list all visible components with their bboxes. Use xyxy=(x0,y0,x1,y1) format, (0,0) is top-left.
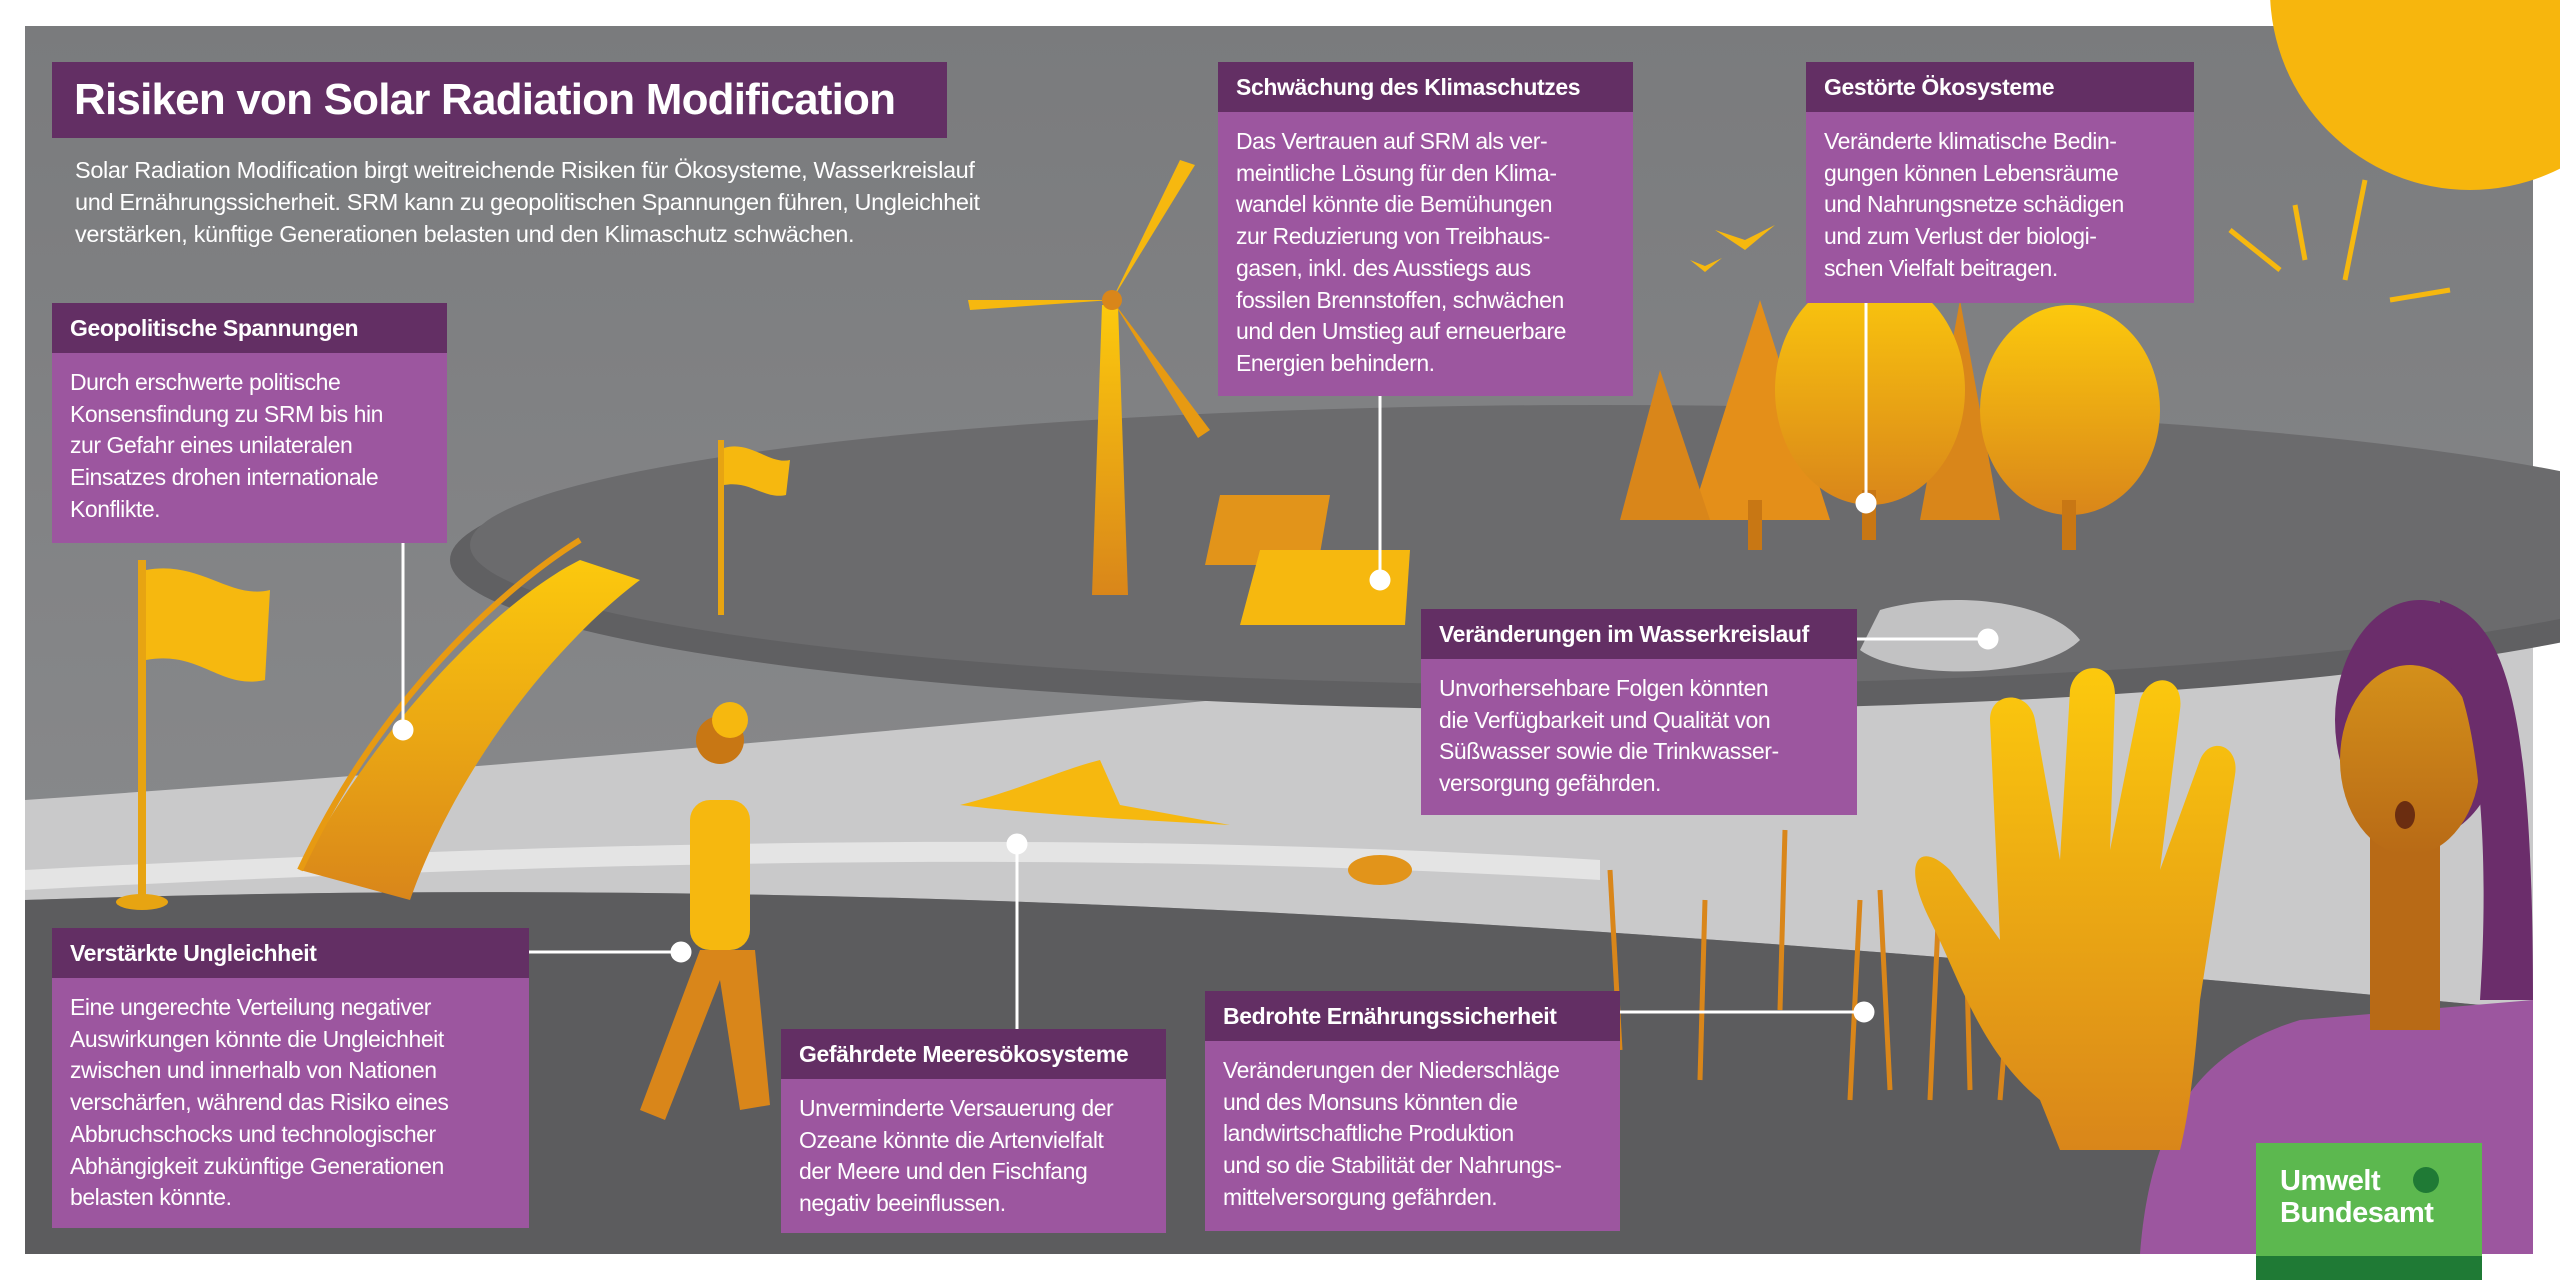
box-line: Eine ungerechte Verteilung negativer xyxy=(70,994,432,1020)
box-wasser: Veränderungen im Wasserkreislauf Unvorhe… xyxy=(1421,609,1857,815)
box-line: und so die Stabilität der Nahrungs- xyxy=(1223,1152,1562,1179)
box-line: meintliche Lösung für den Klima- xyxy=(1236,159,1557,186)
box-line: Abhängigkeit zukünftige Generationen xyxy=(70,1152,444,1179)
flag-icon xyxy=(116,560,270,910)
box-line: die Verfügbarkeit und Qualität von xyxy=(1439,706,1771,733)
box-oekosysteme: Gestörte Ökosysteme Veränderte klimatisc… xyxy=(1806,62,2194,303)
box-title: Veränderungen im Wasserkreislauf xyxy=(1421,609,1857,659)
intro-line: und Ernährungssicherheit. SRM kann zu ge… xyxy=(75,189,980,215)
logo-emblem-icon xyxy=(2413,1167,2439,1193)
box-line: landwirtschaftliche Produktion xyxy=(1223,1120,1514,1147)
box-title: Schwächung des Klimaschutzes xyxy=(1218,62,1633,112)
box-line: Veränderungen der Niederschläge xyxy=(1223,1057,1560,1083)
box-body: Veränderte klimatische Bedin-gungen könn… xyxy=(1806,112,2194,303)
box-line: der Meere und den Fischfang xyxy=(799,1158,1088,1185)
parent-child-icon xyxy=(640,702,770,1120)
box-line: fossilen Brennstoffen, schwächen xyxy=(1236,286,1564,313)
wind-turbine-icon xyxy=(968,160,1210,595)
box-title: Gefährdete Meeresökosysteme xyxy=(781,1029,1166,1079)
box-line: und des Monsuns könnten die xyxy=(1223,1088,1518,1115)
box-geopolitik: Geopolitische Spannungen Durch erschwert… xyxy=(52,303,447,543)
box-title: Bedrohte Ernährungssicherheit xyxy=(1205,991,1620,1041)
box-line: mittelversorgung gefährden. xyxy=(1223,1183,1498,1210)
logo-band xyxy=(2256,1256,2482,1280)
box-body: Unvorhersehbare Folgen könnten die Verfüg… xyxy=(1421,659,1857,815)
box-title: Verstärkte Ungleichheit xyxy=(52,928,529,978)
page-title: Risiken von Solar Radiation Modification xyxy=(52,62,947,138)
box-line: Ozeane könnte die Artenvielfalt xyxy=(799,1126,1104,1153)
box-line: Abbruchschocks und technologischer xyxy=(70,1120,436,1147)
box-ernaehrung: Bedrohte Ernährungssicherheit Veränderun… xyxy=(1205,991,1620,1231)
connector-lines xyxy=(392,303,1999,1029)
box-line: zur Reduzierung von Treibhaus- xyxy=(1236,223,1550,250)
box-line: und Nahrungsnetze schädigen xyxy=(1824,191,2124,218)
umweltbundesamt-logo: Umwelt Bundesamt xyxy=(2256,1143,2482,1280)
box-line: versorgung gefährden. xyxy=(1439,770,1661,797)
stop-hand-icon xyxy=(1915,668,2236,1150)
box-line: Durch erschwerte politische xyxy=(70,369,341,395)
box-line: Unvorhersehbare Folgen könnten xyxy=(1439,675,1769,701)
box-body: Veränderungen der Niederschläge und des M… xyxy=(1205,1041,1620,1231)
box-line: Konflikte. xyxy=(70,495,161,522)
box-line: schen Vielfalt beitragen. xyxy=(1824,254,2058,281)
box-klimaschutz: Schwächung des Klimaschutzes Das Vertrau… xyxy=(1218,62,1633,396)
bird-icon xyxy=(1690,225,1775,272)
box-line: Süßwasser sowie die Trinkwasser- xyxy=(1439,738,1779,765)
logo-line-2: Bundesamt xyxy=(2280,1197,2434,1229)
solar-panel-icon xyxy=(1205,495,1410,625)
box-line: Auswirkungen könnte die Ungleichheit xyxy=(70,1025,444,1052)
box-line: zur Gefahr eines unilateralen xyxy=(70,432,353,459)
box-line: gasen, inkl. des Ausstiegs aus xyxy=(1236,254,1531,281)
lake xyxy=(1860,600,2080,672)
intro-text: Solar Radiation Modification birgt weitr… xyxy=(75,154,1095,250)
box-title: Geopolitische Spannungen xyxy=(52,303,447,353)
box-line: wandel könnte die Bemühungen xyxy=(1236,191,1553,218)
box-ungleichheit: Verstärkte Ungleichheit Eine ungerechte … xyxy=(52,928,529,1228)
box-line: und den Umstieg auf erneuerbare xyxy=(1236,318,1566,345)
turtle-icon xyxy=(1348,855,1412,885)
sun-rays-icon xyxy=(2228,179,2451,303)
bridge-icon xyxy=(297,537,640,900)
box-title: Gestörte Ökosysteme xyxy=(1806,62,2194,112)
box-line: Veränderte klimatische Bedin- xyxy=(1824,128,2117,154)
box-line: negativ beeinflussen. xyxy=(799,1190,1006,1217)
box-line: Unverminderte Versauerung der xyxy=(799,1095,1114,1121)
box-line: Konsensfindung zu SRM bis hin xyxy=(70,400,383,427)
flag-icon xyxy=(718,440,790,615)
fish-fin-icon xyxy=(960,760,1230,825)
logo-line-1: Umwelt xyxy=(2280,1165,2381,1197)
box-line: Einsatzes drohen internationale xyxy=(70,464,379,491)
box-line: zwischen und innerhalb von Nationen xyxy=(70,1057,437,1084)
box-line: belasten könnte. xyxy=(70,1184,232,1211)
intro-line: Solar Radiation Modification birgt weitr… xyxy=(75,157,975,183)
box-body: Das Vertrauen auf SRM als ver-meintliche… xyxy=(1218,112,1633,396)
box-line: Energien behindern. xyxy=(1236,349,1435,376)
box-meer: Gefährdete Meeresökosysteme Unvermindert… xyxy=(781,1029,1166,1233)
sun xyxy=(2270,0,2560,190)
forest-icon xyxy=(1620,275,2160,550)
box-line: gungen können Lebensräume xyxy=(1824,159,2119,186)
box-line: verschärfen, während das Risiko eines xyxy=(70,1089,449,1116)
box-line: Das Vertrauen auf SRM als ver- xyxy=(1236,128,1548,154)
intro-line: verstärken, künftige Generationen belast… xyxy=(75,221,855,247)
box-line: und zum Verlust der biologi- xyxy=(1824,223,2097,250)
